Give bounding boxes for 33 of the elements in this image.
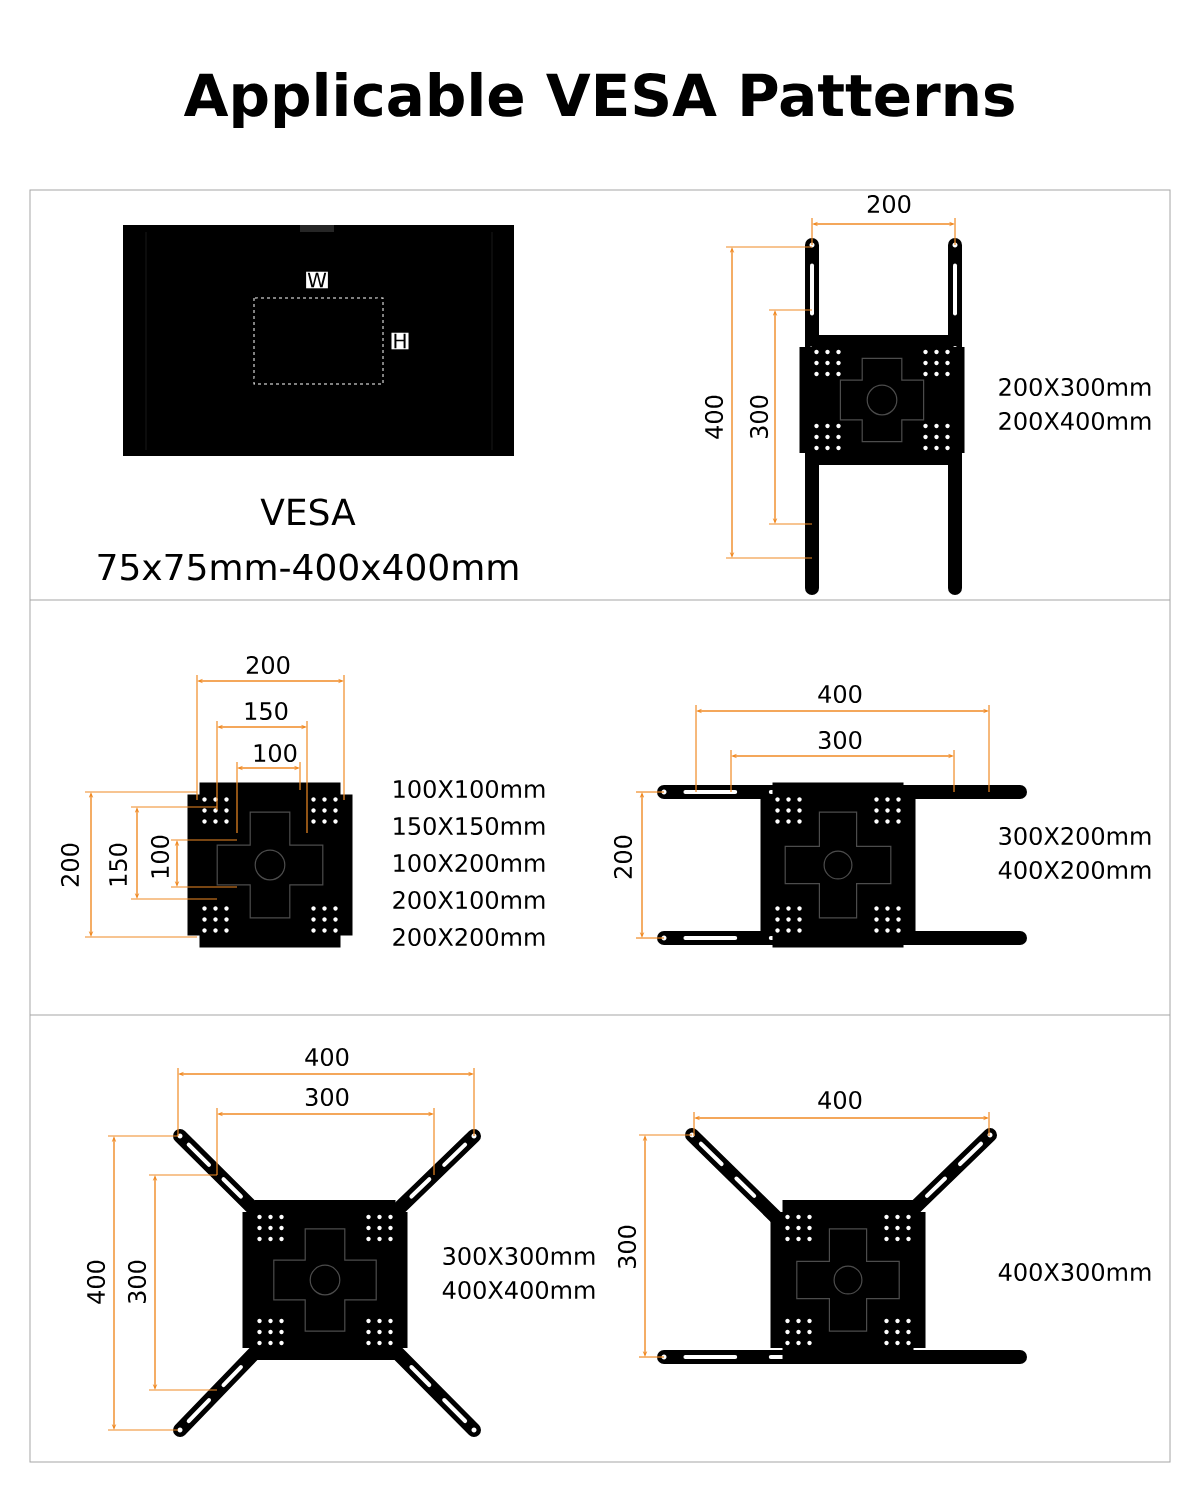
dimension-label: 400 xyxy=(816,1089,864,1111)
dimension-label: 200 xyxy=(59,841,81,889)
caption-text: VESA xyxy=(259,497,357,527)
dimension-label: 400 xyxy=(303,1046,351,1068)
dimension-label: 200X200mm xyxy=(390,926,548,948)
dimension-label: 100 xyxy=(251,742,299,764)
dimension-label: 100 xyxy=(149,833,171,881)
dimension-label: 400X200mm xyxy=(996,859,1154,881)
dimension-label: 200 xyxy=(612,833,634,881)
dimension-label: 150X150mm xyxy=(390,815,548,837)
dimension-label: 400X400mm xyxy=(440,1279,598,1301)
dimension-label: 300 xyxy=(816,729,864,751)
dimension-label: 200 xyxy=(244,654,292,676)
dimension-label: 400X300mm xyxy=(996,1261,1154,1283)
title: Applicable VESA Patterns xyxy=(183,71,1014,129)
dimension-label: 300 xyxy=(616,1223,638,1271)
dimension-label: 150 xyxy=(242,700,290,722)
dimension-label: 300X200mm xyxy=(996,825,1154,847)
dimension-label: 100X200mm xyxy=(390,852,548,874)
dimension-label: 200X100mm xyxy=(390,889,548,911)
dimension-label: 150 xyxy=(107,841,129,889)
dimension-label: 400 xyxy=(703,393,725,441)
dimension-label: 200 xyxy=(865,193,913,215)
dimension-label: 400 xyxy=(85,1258,107,1306)
dimension-label: 400 xyxy=(816,683,864,705)
dimension-label: 300 xyxy=(748,393,770,441)
dimension-label: 300 xyxy=(126,1258,148,1306)
dimension-label: 200X400mm xyxy=(996,410,1154,432)
caption-text: 75x75mm-400x400mm xyxy=(94,552,522,582)
dimension-label: 100X100mm xyxy=(390,778,548,800)
dimension-label: 300X300mm xyxy=(440,1245,598,1267)
dimension-label: 200X300mm xyxy=(996,376,1154,398)
dimension-label: 300 xyxy=(303,1086,351,1108)
